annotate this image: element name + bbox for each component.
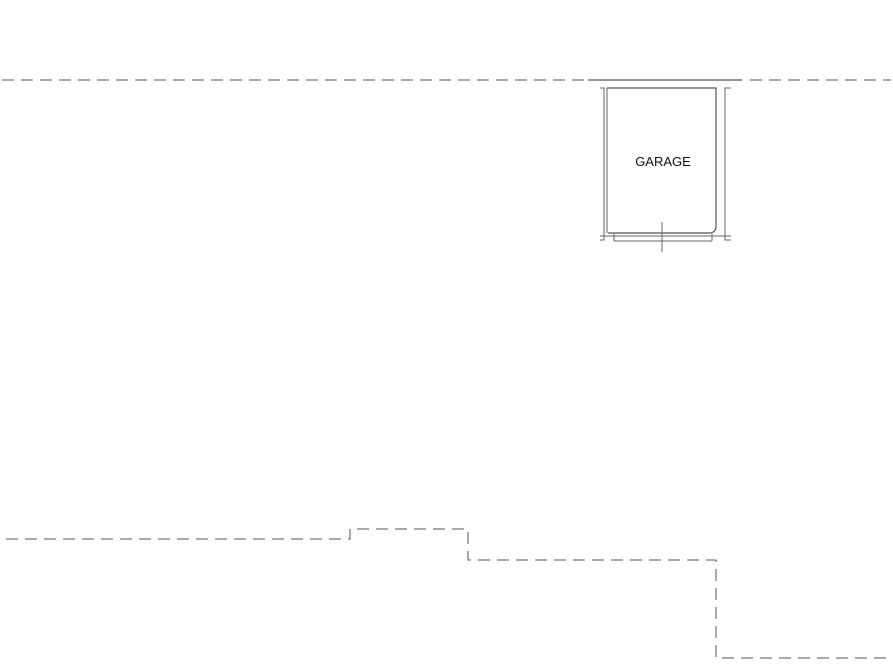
garage-label: GARAGE [635, 154, 691, 169]
garage-right-wall [724, 87, 731, 241]
garage[interactable]: GARAGE [600, 87, 731, 252]
garage-left-wall [600, 87, 605, 241]
garage-outline [607, 87, 717, 234]
bottom-boundary-line [6, 528, 891, 659]
